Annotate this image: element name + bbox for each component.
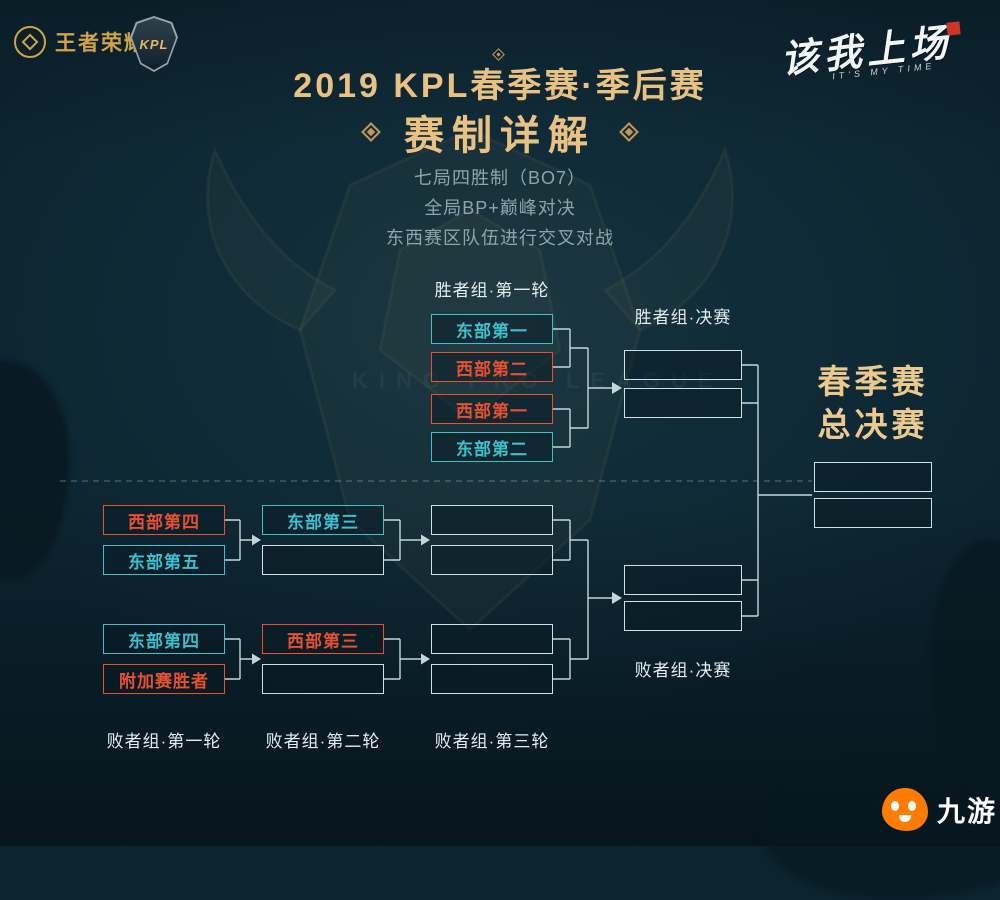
team-box-west-3: 西部第三 (262, 624, 384, 654)
losers-final-slot-1 (624, 565, 742, 595)
subtitle-row: 赛制详解 (0, 103, 1000, 161)
site-logo-face-icon (882, 788, 928, 831)
winners-final-slot-1 (624, 350, 742, 380)
page-subtitle: 赛制详解 (404, 114, 596, 158)
team-box-east-3: 东部第三 (262, 505, 384, 535)
team-box-west-2: 西部第二 (431, 352, 553, 382)
team-box-east-2: 东部第二 (431, 432, 553, 462)
kpl-logo-text: KPL (139, 36, 169, 52)
team-box-west-1: 西部第一 (431, 394, 553, 424)
label-losers-final: 败者组·决赛 (634, 661, 732, 680)
site-logo: 九游 (882, 788, 997, 831)
team-box-playin-winner: 附加赛胜者 (103, 664, 225, 694)
rules-block: 七局四胜制（BO7） 全局BP+巅峰对决 东西赛区队伍进行交叉对战 (0, 163, 1000, 253)
team-box-west-4: 西部第四 (103, 505, 225, 535)
kpl-shield-inner: KPL (132, 18, 176, 70)
label-winners-final: 胜者组·决赛 (634, 308, 732, 327)
kpl-crest-watermark (206, 128, 734, 633)
losers-r3-slot-2 (431, 545, 553, 575)
losers-r3-slot-4 (431, 664, 553, 694)
grand-final-slot-2 (814, 498, 932, 528)
kog-logo: 王者荣耀 (14, 26, 147, 58)
grand-final-slot-1 (814, 462, 932, 492)
page-title: 2019 KPL春季赛·季后赛 (293, 67, 707, 105)
rule-line-3: 东西赛区队伍进行交叉对战 (386, 228, 614, 248)
grand-final-title-line2: 总决赛 (817, 406, 929, 443)
poster: { "brand": { "kog": "王者荣耀", "kpl": "KPL"… (0, 0, 1000, 846)
site-logo-mouth (899, 815, 911, 822)
bracket-connectors (60, 328, 812, 680)
team-box-east-1: 东部第一 (431, 314, 553, 344)
team-box-east-4: 东部第四 (103, 624, 225, 654)
grand-final-title: 春季赛 总决赛 (802, 360, 944, 446)
losers-final-slot-2 (624, 601, 742, 631)
team-box-east-5: 东部第五 (103, 545, 225, 575)
kog-logo-text: 王者荣耀 (55, 32, 147, 55)
losers-r2-slot-1 (262, 545, 384, 575)
label-losers-round2: 败者组·第二轮 (265, 732, 381, 751)
losers-r3-slot-3 (431, 624, 553, 654)
label-losers-round3: 败者组·第三轮 (434, 732, 550, 751)
losers-r2-slot-2 (262, 664, 384, 694)
winners-final-slot-2 (624, 388, 742, 418)
kog-emblem-icon (14, 26, 46, 58)
losers-r3-slot-1 (431, 505, 553, 535)
label-losers-round1: 败者组·第一轮 (106, 732, 222, 751)
rule-line-2: 全局BP+巅峰对决 (424, 198, 576, 218)
site-logo-text: 九游 (937, 795, 998, 827)
rule-line-1: 七局四胜制（BO7） (413, 168, 587, 188)
grand-final-title-line1: 春季赛 (817, 363, 929, 400)
label-winners-round1: 胜者组·第一轮 (434, 281, 550, 300)
